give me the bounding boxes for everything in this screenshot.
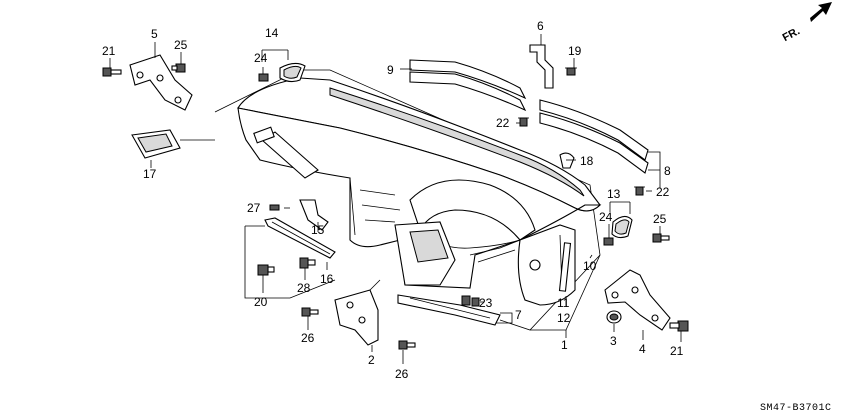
label-7: 7: [515, 308, 522, 322]
label-5: 5: [151, 27, 158, 41]
label-15: 15: [311, 223, 325, 237]
label-24-right: 24: [599, 210, 613, 224]
bracket-2: [334, 279, 381, 346]
label-20: 20: [254, 295, 268, 309]
label-1: 1: [561, 338, 568, 352]
label-22-upper: 22: [496, 116, 510, 130]
side-vent-slot: [558, 242, 572, 292]
clip-24-left: [258, 73, 269, 82]
side-vent-13: [611, 215, 633, 239]
label-22-lower: 22: [656, 185, 670, 199]
label-18: 18: [580, 154, 594, 168]
label-25-right: 25: [653, 212, 667, 226]
label-21-left: 21: [102, 44, 116, 58]
bracket-6: [529, 44, 554, 89]
label-3: 3: [610, 334, 617, 348]
bracket-5: [129, 54, 193, 111]
label-26-left: 26: [301, 331, 315, 345]
brace-7: [397, 294, 501, 326]
label-17: 17: [143, 167, 157, 181]
label-28: 28: [297, 281, 311, 295]
label-10: 10: [583, 259, 597, 273]
label-24-left: 24: [254, 51, 268, 65]
bar-16: [264, 217, 336, 259]
label-11: 11: [557, 296, 570, 310]
reference-code: SM47-B3701C: [760, 403, 832, 414]
label-12: 12: [557, 311, 571, 325]
label-4: 4: [639, 342, 646, 356]
front-direction-arrow-icon: [810, 2, 832, 22]
label-25-left: 25: [174, 38, 188, 52]
label-23: 23: [479, 296, 493, 310]
clip-24-right: [603, 237, 614, 246]
label-8: 8: [664, 164, 671, 178]
bolt-26-left: [301, 307, 319, 317]
bolt-21-right: [669, 320, 689, 332]
defroster-duct-right: [539, 99, 649, 174]
label-14: 14: [265, 26, 279, 40]
label-2: 2: [368, 353, 375, 367]
bolt-26-lower: [398, 340, 416, 350]
bracket-4: [604, 269, 671, 331]
bracket-15: [299, 199, 329, 231]
bolt-28: [299, 257, 316, 269]
label-19: 19: [568, 44, 582, 58]
label-16: 16: [320, 272, 334, 286]
label-21-right: 21: [670, 344, 684, 358]
bolt-21-left: [102, 67, 122, 77]
front-direction-label: FR.: [781, 25, 802, 44]
dashboard-panel: [214, 69, 602, 331]
nut-23: [461, 295, 480, 307]
bolt-25-left: [171, 63, 186, 73]
label-6: 6: [537, 19, 544, 33]
bolt-25-right: [652, 233, 670, 243]
clip-22-upper: [518, 117, 529, 127]
leader-lines: [109, 34, 682, 364]
label-27: 27: [247, 201, 261, 215]
bolt-20: [257, 264, 275, 276]
side-vent-14: [279, 62, 306, 83]
screw-27: [269, 204, 280, 211]
label-26-lower: 26: [395, 367, 409, 381]
side-vent-17: [131, 129, 215, 159]
clip-22-lower: [634, 186, 645, 196]
label-13: 13: [607, 187, 621, 201]
clip-19: [565, 67, 577, 76]
cap-3: [606, 310, 622, 324]
defroster-duct-left: [409, 59, 527, 112]
retainer-18: [559, 152, 575, 169]
label-9: 9: [387, 63, 394, 77]
